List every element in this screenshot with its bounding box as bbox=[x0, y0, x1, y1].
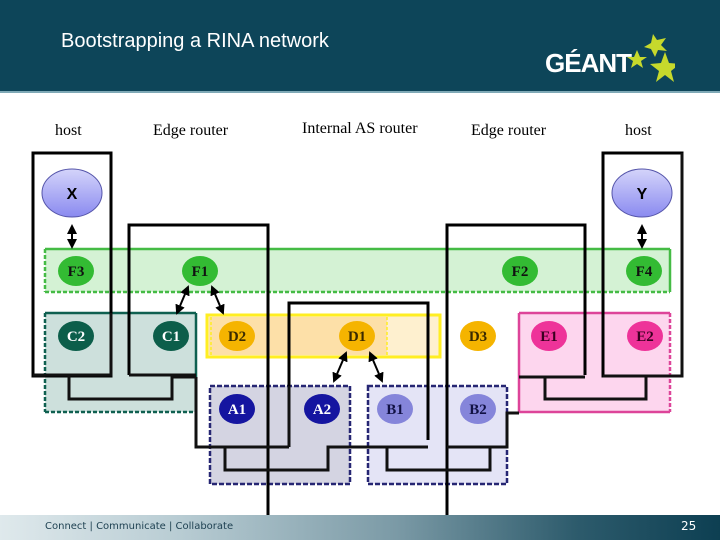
app-x-label: X bbox=[67, 186, 78, 203]
column-label-edge-router-left: Edge router bbox=[153, 122, 229, 139]
stars-icon bbox=[627, 34, 675, 82]
node-d2-label: D2 bbox=[228, 329, 246, 345]
app-y[interactable]: Y bbox=[611, 168, 673, 218]
node-a2-label: A2 bbox=[313, 402, 331, 418]
node-b2-label: B2 bbox=[469, 402, 487, 418]
page-number: 25 bbox=[681, 519, 697, 533]
node-e1-label: E1 bbox=[540, 329, 558, 345]
slide-title: Bootstrapping a RINA network bbox=[61, 30, 329, 52]
internal-router-box bbox=[287, 301, 430, 440]
node-f4-label: F4 bbox=[636, 264, 653, 280]
column-label-host-left: host bbox=[55, 122, 82, 139]
node-e2-label: E2 bbox=[636, 329, 654, 345]
node-f1-label: F1 bbox=[192, 264, 209, 280]
footer-tagline: Connect | Communicate | Collaborate bbox=[45, 521, 234, 532]
column-label-internal-router: Internal AS router bbox=[302, 120, 418, 137]
node-e1[interactable]: E1 bbox=[531, 321, 567, 351]
node-d1-label: D1 bbox=[348, 329, 366, 345]
node-f1[interactable]: F1 bbox=[182, 256, 218, 286]
node-a1-label: A1 bbox=[228, 402, 246, 418]
node-c1[interactable]: C1 bbox=[153, 321, 189, 351]
arrow-d1-b1 bbox=[368, 351, 384, 383]
node-b2[interactable]: B2 bbox=[460, 394, 496, 424]
node-d3-label: D3 bbox=[469, 329, 487, 345]
column-label-edge-router-right: Edge router bbox=[471, 122, 547, 139]
link-arrows bbox=[67, 224, 647, 383]
node-f3-label: F3 bbox=[68, 264, 85, 280]
edge-router-left-box bbox=[127, 223, 270, 515]
node-a2[interactable]: A2 bbox=[304, 394, 340, 424]
slide-footer bbox=[0, 515, 720, 540]
node-f2[interactable]: F2 bbox=[502, 256, 538, 286]
node-a1[interactable]: A1 bbox=[219, 394, 255, 424]
node-e2[interactable]: E2 bbox=[627, 321, 663, 351]
node-d2[interactable]: D2 bbox=[219, 321, 255, 351]
column-label-host-right: host bbox=[625, 122, 652, 139]
logo-text: GÉANT bbox=[545, 48, 632, 78]
layer-band-f bbox=[43, 247, 672, 294]
edge-router-right-box bbox=[445, 223, 587, 515]
node-c1-label: C1 bbox=[162, 329, 180, 345]
slide-header bbox=[0, 0, 720, 91]
node-b1[interactable]: B1 bbox=[377, 394, 413, 424]
node-c2-label: C2 bbox=[67, 329, 85, 345]
node-b1-label: B1 bbox=[386, 402, 404, 418]
arrow-f1-c1 bbox=[175, 285, 190, 315]
node-c2[interactable]: C2 bbox=[58, 321, 94, 351]
node-f2-label: F2 bbox=[512, 264, 529, 280]
geant-logo: GÉANT bbox=[545, 30, 675, 85]
node-d1[interactable]: D1 bbox=[339, 321, 375, 351]
arrow-f1-d2 bbox=[210, 285, 225, 315]
header-divider bbox=[0, 91, 720, 93]
node-f3[interactable]: F3 bbox=[58, 256, 94, 286]
app-x[interactable]: X bbox=[41, 168, 103, 218]
node-f4[interactable]: F4 bbox=[626, 256, 662, 286]
node-d3[interactable]: D3 bbox=[460, 321, 496, 351]
inner-connectors bbox=[33, 153, 684, 472]
app-y-label: Y bbox=[637, 186, 648, 203]
arrow-d1-a2 bbox=[332, 351, 348, 383]
